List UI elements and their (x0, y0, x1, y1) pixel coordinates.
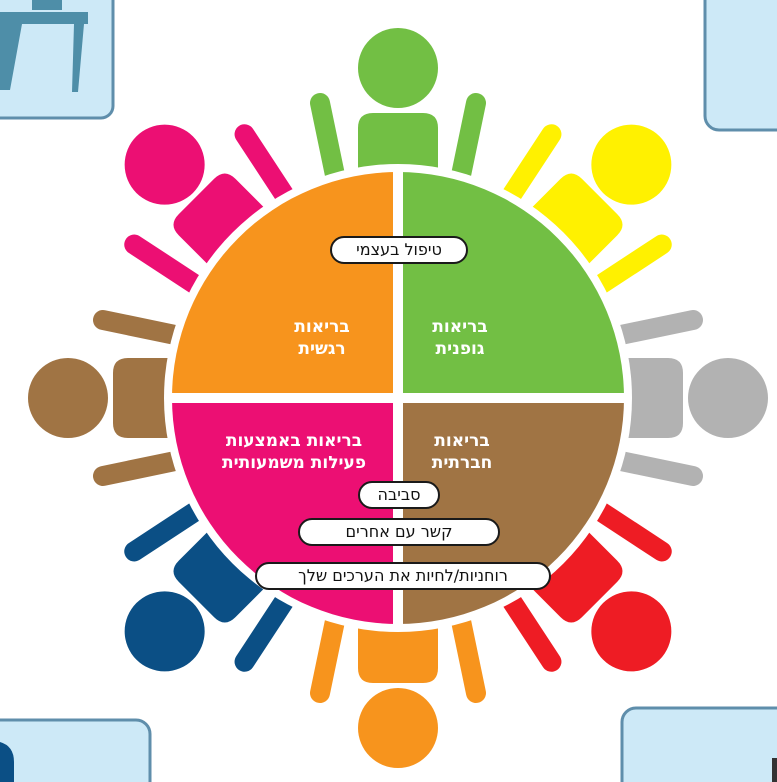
person-arm-right (606, 450, 703, 486)
label-emotional-health: בריאות רגשית (270, 316, 374, 360)
person-body (173, 523, 273, 623)
pill-self-care: טיפול בעצמי (330, 236, 468, 264)
person-arm-left (310, 93, 346, 190)
person-arm-left (124, 234, 211, 298)
person-top-icon (310, 28, 486, 190)
person-arm-left (606, 310, 703, 346)
panel-bottom-left (0, 718, 152, 782)
person-body (616, 358, 683, 438)
person-head (124, 591, 205, 672)
person-body (113, 358, 180, 438)
person-top-left-icon (124, 124, 298, 298)
person-body (358, 113, 438, 180)
label-physical-line1: בריאות (432, 317, 488, 337)
person-head (124, 124, 205, 205)
label-social-line1: בריאות (434, 431, 490, 451)
label-emotional-line1: בריאות (294, 317, 350, 337)
bottom-left-figure-fragment (0, 742, 14, 782)
panel-top-right (703, 0, 777, 132)
pill-spirituality: רוחניות/לחיות את הערכים שלך (255, 562, 551, 590)
person-bottom-icon (310, 606, 486, 768)
label-emotional-line2: רגשית (298, 339, 346, 359)
person-bottom-left-icon (124, 498, 298, 672)
panel-bottom-right (620, 706, 777, 782)
person-bottom-right-icon (498, 498, 672, 672)
person-body (358, 616, 438, 683)
person-head (358, 28, 438, 108)
person-body (523, 173, 623, 273)
person-head (591, 124, 672, 205)
desk-top-object (32, 0, 62, 10)
label-physical-line2: גופנית (435, 339, 485, 359)
person-arm-right (124, 498, 211, 562)
person-right-icon (606, 310, 768, 486)
pill-environment: סביבה (358, 481, 440, 509)
label-social-line2: חברתית (431, 453, 493, 473)
quadrant-emotional-health (172, 172, 398, 398)
person-arm-left (585, 498, 672, 562)
panel-top-left (0, 0, 115, 120)
pill-connection: קשר עם אחרים (298, 518, 500, 546)
person-head (591, 591, 672, 672)
person-arm-left (498, 124, 562, 211)
table-divider-horizontal (168, 393, 628, 403)
person-arm-left (450, 606, 486, 703)
desk-illustration-icon (0, 0, 88, 92)
people-ring (28, 28, 768, 768)
person-arm-left (93, 450, 190, 486)
label-meaningful-line2: פעילות משמעותית (221, 453, 367, 473)
person-arm-right (310, 606, 346, 703)
bottom-right-figure-fragment (772, 758, 777, 782)
person-head (688, 358, 768, 438)
label-meaningful-activity: בריאות באמצעות פעילות משמעותית (196, 430, 392, 474)
person-top-right-icon (498, 124, 672, 298)
person-head (28, 358, 108, 438)
person-arm-right (585, 234, 672, 298)
person-body (173, 173, 273, 273)
person-body (523, 523, 623, 623)
quadrant-physical-health (398, 172, 624, 398)
person-arm-left (234, 585, 298, 672)
person-head (358, 688, 438, 768)
person-arm-right (498, 585, 562, 672)
person-arm-right (234, 124, 298, 211)
person-arm-right (93, 310, 190, 346)
desk-shape (0, 12, 88, 92)
label-physical-health: בריאות גופנית (408, 316, 512, 360)
person-left-icon (28, 310, 190, 486)
person-arm-right (450, 93, 486, 190)
label-meaningful-line1: בריאות באמצעות (225, 431, 363, 451)
label-social-health: בריאות חברתית (410, 430, 514, 474)
